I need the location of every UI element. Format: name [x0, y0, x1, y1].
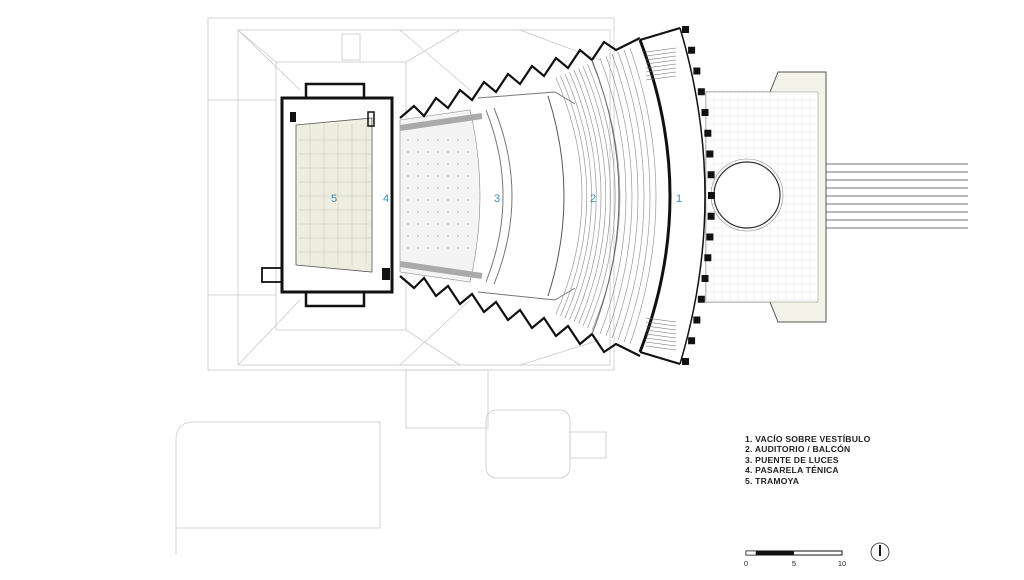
legend-item-1: 1. VACÍO SOBRE VESTÍBULO	[745, 434, 871, 444]
balcony-facade	[591, 26, 715, 365]
legend-item-5: 5. TRAMOYA	[745, 475, 800, 486]
catwalk-area	[399, 109, 483, 283]
scale-bar: 0 5 10	[744, 550, 846, 568]
scale-label-0: 0	[744, 559, 748, 568]
legend: 1. VACÍO SOBRE VESTÍBULO 2. AUDITORIO / …	[745, 434, 870, 486]
oculus-void	[713, 161, 781, 229]
access-bridge	[826, 163, 968, 229]
zone-label-3: 3	[494, 193, 500, 205]
zone-label-5: 5	[331, 193, 337, 205]
zone-labels: 1 2 3 4 5	[331, 193, 682, 205]
lighting-bridge	[477, 91, 576, 301]
context-outlines	[175, 17, 615, 555]
scale-label-10: 10	[838, 559, 846, 568]
zone-label-2: 2	[590, 193, 596, 205]
zone-label-4: 4	[383, 193, 389, 205]
legend-item-3: 3. PUENTE DE LUCES	[745, 454, 839, 465]
acoustic-walls	[399, 37, 641, 357]
auditorium-seating	[555, 47, 657, 345]
zone-label-1: 1	[676, 193, 682, 205]
legend-item-4: 4. PASARELA TÉNICA	[745, 465, 839, 476]
stage-tower	[261, 82, 394, 308]
scale-label-5: 5	[792, 559, 796, 568]
north-arrow-icon	[870, 542, 890, 562]
vestibule-terrace	[705, 71, 968, 323]
legend-item-2: 2. AUDITORIO / BALCÓN	[745, 444, 851, 455]
